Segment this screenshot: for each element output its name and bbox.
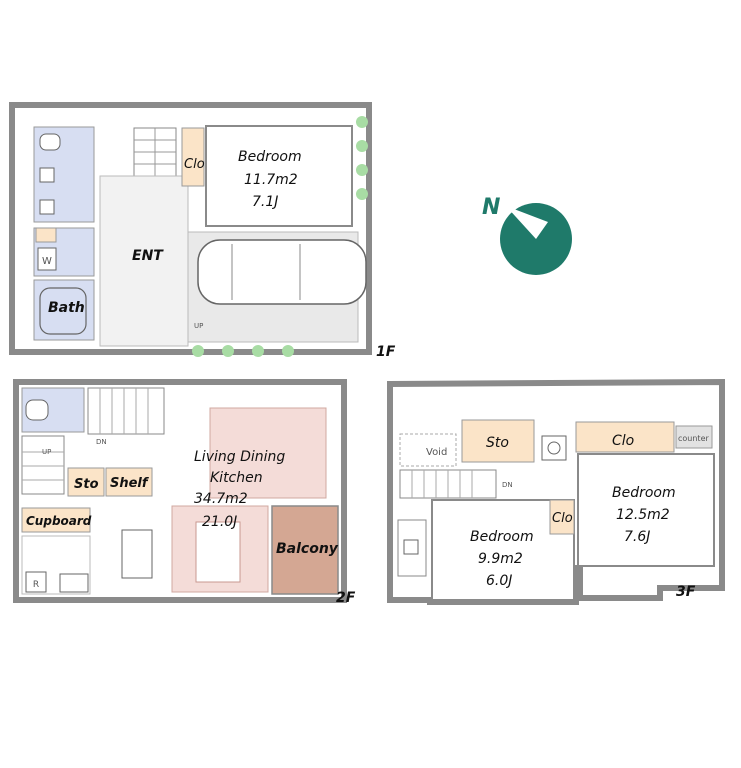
plant-icon: [192, 345, 204, 357]
floor3-bedroom-right-jo: 7.6J: [624, 529, 650, 545]
bathtub: [39, 287, 87, 335]
floor3-stair: [399, 469, 497, 499]
compass-north-letter: N: [482, 195, 500, 220]
floor2-cupboard: [21, 507, 91, 533]
compass-needle-icon: [506, 206, 548, 239]
floor2-sto-label: Sto: [74, 477, 99, 492]
floor1-bedroom-name: Bedroom: [238, 149, 302, 165]
floor2-label: 2F: [336, 590, 356, 606]
floor3-void-label: Void: [426, 447, 447, 458]
toilet-icon: [25, 399, 49, 421]
toilet-icon: [39, 133, 61, 151]
floor2-balcony: [271, 505, 339, 595]
floor2-shelf: [105, 467, 153, 497]
floor3-bedroom-right-name: Bedroom: [612, 485, 676, 501]
floor2-stair-dn-label: DN: [96, 438, 107, 446]
floor2-balcony-label: Balcony: [276, 541, 339, 557]
car-icon: [197, 239, 367, 305]
stove-icon: [59, 573, 89, 593]
floor3-bedroom-left-name: Bedroom: [470, 529, 534, 545]
fridge-icon: [25, 571, 47, 593]
floor2-stair-lower: [21, 435, 65, 495]
floor3-counter-label: counter: [678, 434, 709, 443]
floor1-ent-label: ENT: [132, 248, 164, 264]
floor1-bedroom-jo: 7.1J: [252, 194, 278, 210]
floor3-bedroom-left-jo: 6.0J: [486, 573, 512, 589]
floor2-stair-upper: [87, 387, 165, 435]
floor3-label: 3F: [676, 584, 696, 600]
floor2-living-area: [209, 407, 327, 499]
floor3-bedroom-right-area: 12.5m2: [616, 507, 670, 523]
fridge-label: R: [33, 580, 39, 590]
floor1-closet: [181, 127, 205, 187]
floor1-outline: [9, 102, 372, 355]
floor3-plan: DN counter Void Sto Clo Bedroom 12.5m2 7…: [387, 378, 725, 605]
floor3-bedroom-left-area: 9.9m2: [478, 551, 523, 567]
floor3-closet-top: [575, 421, 675, 453]
plant-icon: [252, 345, 264, 357]
washer-label: W: [42, 256, 52, 267]
plant-icon: [356, 164, 368, 176]
floor1-stair: [133, 127, 177, 177]
floor2-ldk-line2: Kitchen: [210, 470, 263, 486]
sink-icon: [39, 167, 55, 183]
floor1-bedroom-area: 11.7m2: [244, 172, 298, 188]
floor3-closet-small: [549, 499, 575, 535]
floor1-washroom-storage: [35, 227, 57, 243]
floor2-stair-up-label: UP: [42, 448, 51, 456]
floor3-clo-small-label: Clo: [552, 511, 573, 526]
floor2-ldk-line1: Living Dining: [194, 449, 285, 465]
floor3-outline: [387, 378, 725, 605]
plant-icon: [282, 345, 294, 357]
floor1-parking-up-label: UP: [194, 322, 203, 330]
floor3-counter: [675, 425, 713, 449]
kitchen-counter-icon: [121, 529, 153, 579]
compass: N: [482, 195, 572, 275]
floor2-ldk-area: 34.7m2: [194, 491, 248, 507]
appliance-icon: [403, 539, 419, 555]
sink-icon: [541, 435, 567, 461]
dining-table-icon: [195, 521, 241, 583]
floor3-stair-dn-label: DN: [502, 481, 513, 489]
floor3-bedroom-right: [577, 453, 715, 567]
plant-icon: [356, 188, 368, 200]
floor2-plan: UP DN R Sto Shelf Cupboard Living Dining…: [13, 379, 356, 606]
floor3-storage: [461, 419, 535, 463]
floor2-outline: [13, 379, 347, 603]
floor1-entrance-area: [99, 175, 189, 347]
floor3-sto-label: Sto: [486, 435, 509, 451]
floor2-ldk-jo: 21.0J: [202, 514, 237, 530]
floor1-label: 1F: [376, 344, 396, 360]
floor2-cupboard-label: Cupboard: [26, 514, 92, 528]
floor3-void: [399, 433, 457, 467]
plant-icon: [222, 345, 234, 357]
floor1-plan: W UP UP Clo Bedroom: [9, 102, 396, 360]
floor2-storage: [67, 467, 105, 497]
floor1-clo-label: Clo: [184, 157, 205, 172]
washer-icon: [37, 247, 57, 271]
floor1-bedroom: [205, 125, 353, 227]
sink-icon: [39, 199, 55, 215]
floor2-shelf-label: Shelf: [110, 476, 150, 491]
floor1-bath-label: Bath: [48, 300, 85, 316]
floor3-clo-top-label: Clo: [612, 433, 634, 449]
plant-icon: [356, 116, 368, 128]
plant-icon: [356, 140, 368, 152]
